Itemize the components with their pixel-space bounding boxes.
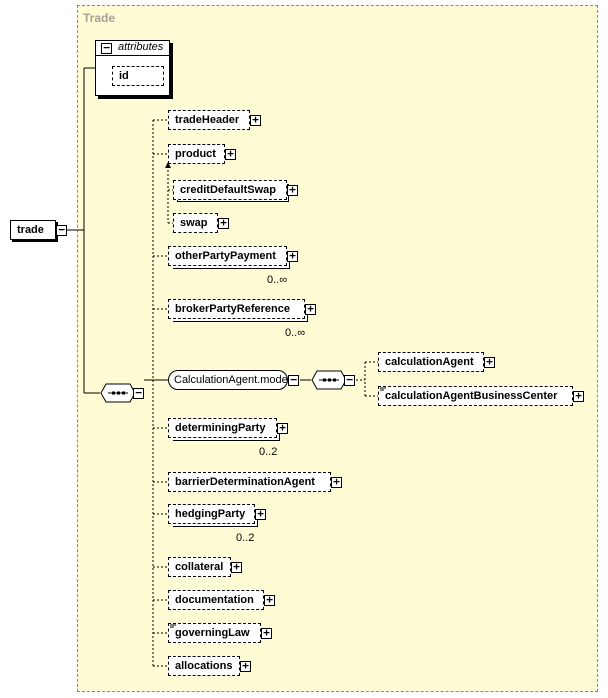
element-calculationAgent[interactable]: calculationAgent xyxy=(378,352,484,372)
determiningParty-cardinality: 0..2 xyxy=(259,446,278,458)
group-collapse-icon[interactable]: − xyxy=(288,374,299,386)
frame-title: Trade xyxy=(83,11,116,25)
calculationAgentBusinessCenter-expand-icon[interactable]: + xyxy=(573,390,584,402)
element-hedgingParty[interactable]: hedgingParty xyxy=(168,504,255,524)
allocations-expand-icon[interactable]: + xyxy=(240,660,251,672)
group-calculationAgent-model[interactable]: CalculationAgent.model xyxy=(168,370,290,390)
element-brokerPartyReference[interactable]: brokerPartyReference xyxy=(168,299,305,319)
barrierDeterminationAgent-expand-icon[interactable]: + xyxy=(331,476,342,488)
element-calculationAgentBusinessCenter[interactable]: calculationAgentBusinessCenter xyxy=(378,386,573,406)
element-collateral[interactable]: collateral xyxy=(168,557,231,577)
sequence-compositor-icon[interactable] xyxy=(100,383,136,403)
brokerPartyReference-expand-icon[interactable]: + xyxy=(305,303,316,315)
attributes-title: attributes xyxy=(118,41,164,53)
tradeHeader-expand-icon[interactable]: + xyxy=(250,114,261,126)
product-expand-icon[interactable]: + xyxy=(225,148,236,160)
sequence-2-collapse-icon[interactable]: − xyxy=(344,374,355,386)
calculationAgent-expand-icon[interactable]: + xyxy=(484,356,495,368)
swap-expand-icon[interactable]: + xyxy=(218,217,229,229)
element-determiningParty[interactable]: determiningParty xyxy=(168,418,277,438)
element-swap[interactable]: swap xyxy=(173,213,218,233)
determiningParty-expand-icon[interactable]: + xyxy=(277,422,288,434)
element-allocations[interactable]: allocations xyxy=(168,656,240,676)
documentation-expand-icon[interactable]: + xyxy=(264,594,275,606)
attributes-divider xyxy=(95,55,170,56)
creditDefaultSwap-expand-icon[interactable]: + xyxy=(287,184,298,196)
trade-element[interactable]: trade xyxy=(10,220,56,240)
otherPartyPayment-expand-icon[interactable]: + xyxy=(287,250,298,262)
hedgingParty-cardinality: 0..2 xyxy=(236,532,255,544)
sequence-collapse-icon[interactable]: − xyxy=(133,387,144,399)
hedgingParty-expand-icon[interactable]: + xyxy=(255,508,266,520)
brokerPartyReference-cardinality: 0..∞ xyxy=(285,327,306,339)
governingLaw-expand-icon[interactable]: + xyxy=(261,627,272,639)
attribute-id[interactable]: id xyxy=(112,66,164,86)
attributes-collapse-icon[interactable]: − xyxy=(101,42,112,54)
element-otherPartyPayment[interactable]: otherPartyPayment xyxy=(168,246,287,266)
element-barrierDeterminationAgent[interactable]: barrierDeterminationAgent xyxy=(168,472,331,492)
substitution-arrow-icon xyxy=(165,162,171,168)
trade-collapse-icon[interactable]: − xyxy=(56,224,67,236)
sequence-compositor-icon-2[interactable] xyxy=(311,370,347,390)
element-documentation[interactable]: documentation xyxy=(168,590,264,610)
collateral-expand-icon[interactable]: + xyxy=(231,561,242,573)
element-creditDefaultSwap[interactable]: creditDefaultSwap xyxy=(173,180,287,200)
element-tradeHeader[interactable]: tradeHeader xyxy=(168,110,250,130)
element-product[interactable]: product xyxy=(168,144,225,164)
otherPartyPayment-cardinality: 0..∞ xyxy=(267,274,288,286)
trade-type-frame xyxy=(77,5,598,692)
element-governingLaw[interactable]: governingLaw xyxy=(168,623,261,643)
